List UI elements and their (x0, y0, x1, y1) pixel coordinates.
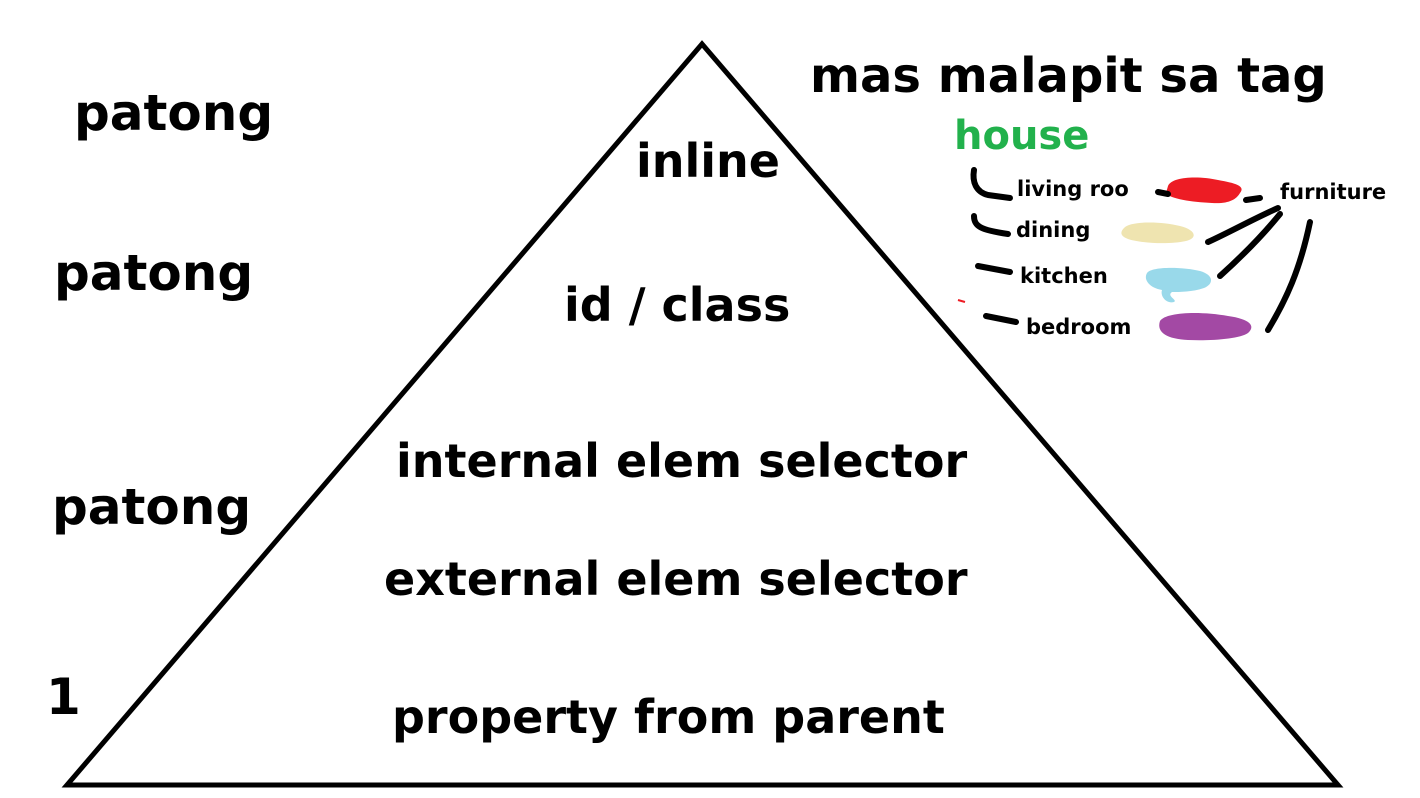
tier-internal-elem-selector: internal elem selector (396, 434, 968, 488)
room-kitchen: kitchen (1020, 264, 1108, 288)
note-heading: mas malapit sa tag (810, 48, 1327, 104)
furniture-label: furniture (1280, 180, 1387, 204)
furniture-line-1 (1205, 205, 1281, 245)
tier-property-from-parent: property from parent (392, 690, 945, 744)
tier-inline: inline (636, 134, 780, 188)
bedroom-stroke (983, 313, 1019, 325)
furniture-line-2 (1217, 211, 1283, 279)
connector-strokes (970, 167, 1313, 333)
kitchen-swatch (1145, 267, 1212, 303)
room-living-room: living roo (1017, 177, 1129, 201)
kitchen-stroke (975, 263, 1013, 275)
room-bedroom: bedroom (1026, 315, 1132, 339)
dining-swatch (1121, 222, 1194, 244)
stray-mark (957, 299, 966, 303)
tier-id-class: id / class (564, 278, 791, 332)
note-house: house (954, 113, 1090, 159)
side-label-middle: patong (52, 478, 252, 536)
house-bracket-stroke (970, 167, 1013, 201)
side-label-bottom: 1 (46, 668, 81, 726)
living-dash-right (1243, 195, 1263, 203)
room-dining: dining (1016, 218, 1091, 242)
pyramid-outline (61, 40, 1344, 788)
side-label-upper: patong (54, 244, 254, 302)
living-room-swatch (1166, 177, 1242, 204)
bedroom-swatch (1159, 313, 1252, 341)
living-dash-left (1155, 189, 1171, 197)
tier-external-elem-selector: external elem selector (384, 552, 968, 606)
furniture-line-3 (1265, 219, 1313, 333)
side-label-top: patong (74, 84, 274, 142)
dining-stroke (971, 213, 1011, 237)
